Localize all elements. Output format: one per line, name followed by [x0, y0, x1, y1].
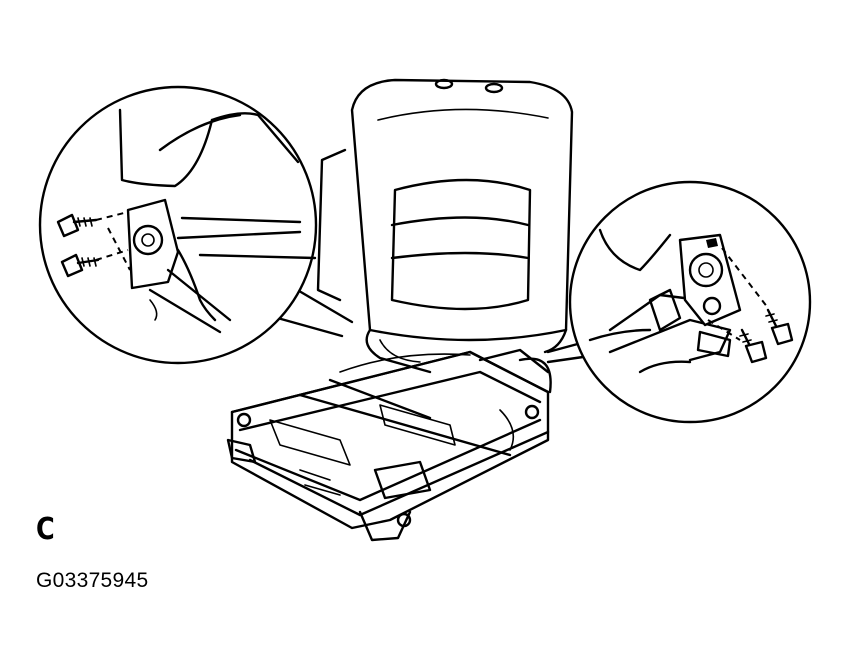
mounting-bolt	[765, 308, 794, 346]
left-recliner-detail-callout	[38, 85, 354, 365]
mounting-bolt	[56, 213, 98, 238]
view-label: C	[36, 512, 55, 547]
seat-track-frame	[226, 348, 552, 542]
mounting-bolt	[60, 253, 100, 278]
seat-back-cushion	[316, 78, 574, 374]
mounting-bolt	[739, 328, 768, 364]
right-recliner-detail-callout	[546, 180, 812, 424]
figure-code: G03375945	[36, 569, 149, 592]
